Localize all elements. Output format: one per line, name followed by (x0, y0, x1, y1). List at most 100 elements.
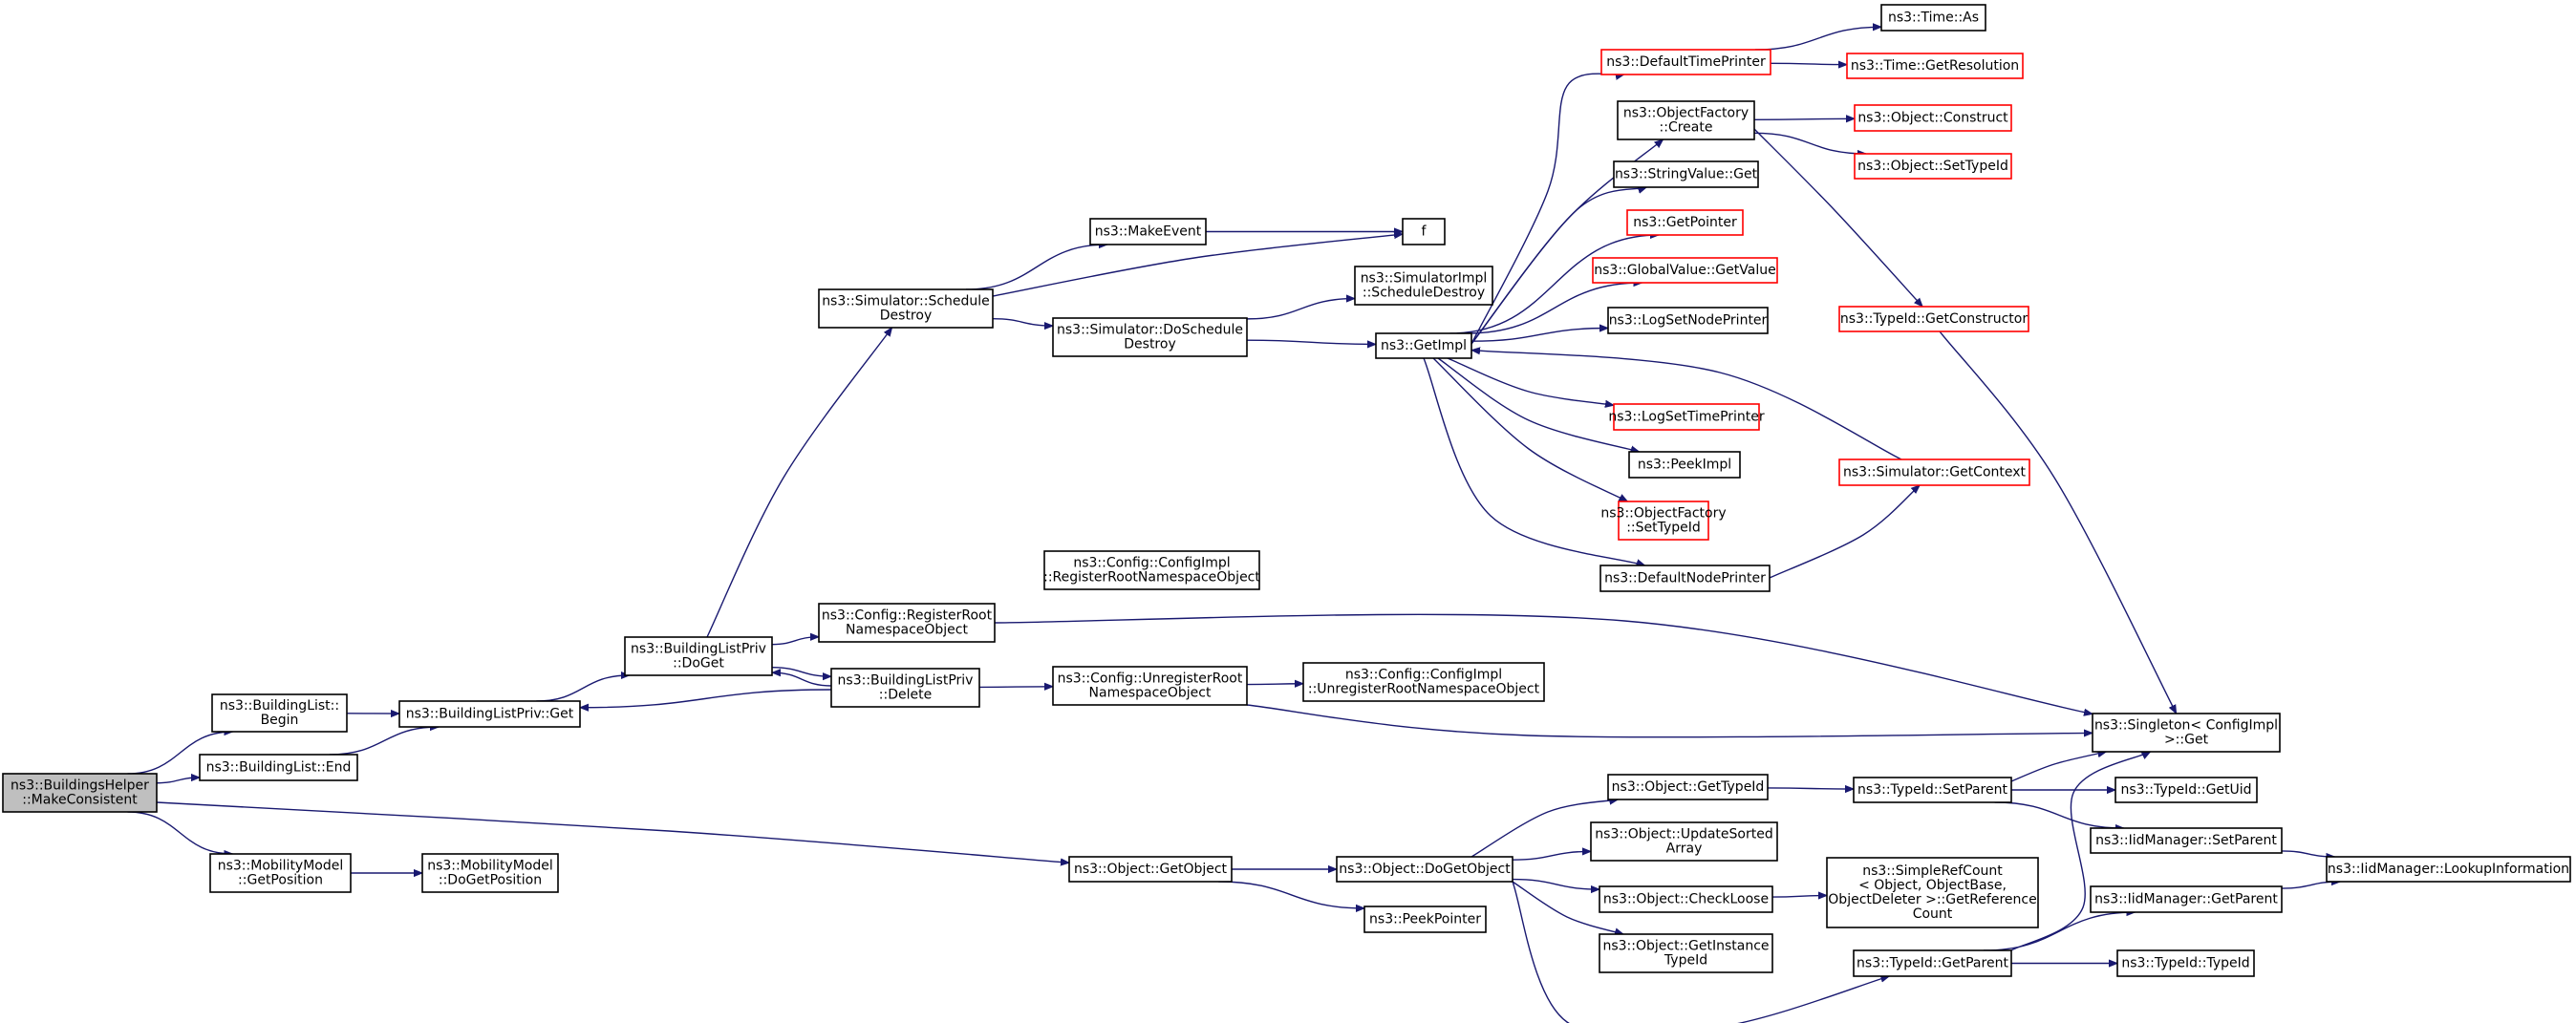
node-label: ns3::BuildingListPriv (631, 642, 766, 657)
node-box (1626, 209, 1744, 236)
node-obj-getobject[interactable]: ns3::Object::GetObject (1068, 856, 1233, 883)
node-iidmgr-getparent[interactable]: ns3::IidManager::GetParent (2090, 885, 2283, 913)
node-box (1880, 4, 1986, 32)
node-box (1846, 53, 2024, 79)
node-typeid-setparent[interactable]: ns3::TypeId::SetParent (1853, 777, 2012, 803)
node-typeid-getuid[interactable]: ns3::TypeId::GetUid (2114, 777, 2258, 803)
node-box (1613, 403, 1760, 431)
node-stringvalue-get[interactable]: ns3::StringValue::Get (1613, 160, 1759, 188)
node-typeid-getconstructor[interactable]: ns3::TypeId::GetConstructor (1838, 306, 2029, 332)
node-label: ns3::Object::DoGetObject (1339, 862, 1511, 877)
node-label: NamespaceObject (846, 623, 968, 638)
node-label: TypeId (1664, 953, 1707, 969)
node-typeid-typeid[interactable]: ns3::TypeId::TypeId (2116, 949, 2255, 977)
node-objfactory-create[interactable]: ns3::ObjectFactory::Create (1617, 100, 1755, 140)
node-cfgimpl-register[interactable]: ns3::Config::ConfigImpl::RegisterRootNam… (1043, 550, 1260, 590)
call-edge-obj_getobject-to-peek_pointer (1218, 881, 1364, 908)
node-iidmgr-lookupinfo[interactable]: ns3::IidManager::LookupInformation (2326, 856, 2571, 883)
node-cfg-unregister[interactable]: ns3::Config::UnregisterRootNamespaceObje… (1052, 666, 1248, 706)
call-edge-obj_dogetobject-to-obj_gettypeid (1470, 799, 1618, 858)
node-default-node-printer[interactable]: ns3::DefaultNodePrinter (1599, 565, 1771, 592)
node-simplerefcount[interactable]: ns3::SimpleRefCount< Object, ObjectBase,… (1826, 857, 2039, 928)
node-label: ns3::BuildingListPriv::Get (406, 707, 574, 722)
node-sim-sched-destroy[interactable]: ns3::Simulator::ScheduleDestroy (818, 288, 994, 329)
node-mm-dogetpos[interactable]: ns3::MobilityModel::DoGetPosition (421, 853, 559, 893)
node-box (1375, 332, 1472, 359)
call-edge-get_impl-to-log_set_node_printer (1470, 329, 1608, 342)
call-edge-root-to-bl_end (156, 778, 200, 784)
node-time-as[interactable]: ns3::Time::As (1880, 4, 1986, 32)
node-label: ns3::IidManager::GetParent (2094, 892, 2278, 907)
node-obj-construct[interactable]: ns3::Object::Construct (1854, 104, 2012, 132)
node-box (1613, 160, 1759, 188)
node-label: ObjectDeleter >::GetReference (1828, 892, 2036, 907)
node-globalvalue-getvalue[interactable]: ns3::GlobalValue::GetValue (1592, 257, 1778, 284)
node-root[interactable]: ns3::BuildingsHelper::MakeConsistent (2, 773, 158, 813)
node-default-time-printer[interactable]: ns3::DefaultTimePrinter (1600, 49, 1771, 75)
node-time-getresolution[interactable]: ns3::Time::GetResolution (1846, 53, 2024, 79)
node-singleton-get[interactable]: ns3::Singleton< ConfigImpl >::Get (2092, 713, 2281, 753)
node-simimpl-sched-destroy[interactable]: ns3::SimulatorImpl::ScheduleDestroy (1354, 266, 1493, 306)
node-cfg-register[interactable]: ns3::Config::RegisterRootNamespaceObject (818, 603, 996, 643)
node-peek-pointer[interactable]: ns3::PeekPointer (1363, 906, 1487, 933)
node-label: ns3::Time::GetResolution (1851, 58, 2019, 74)
node-log-set-time-printer[interactable]: ns3::LogSetTimePrinter (1608, 403, 1765, 431)
node-box (1363, 906, 1487, 933)
call-edges (127, 27, 2341, 1023)
call-edge-default_time_printer-to-time_as (1754, 27, 1881, 51)
node-label: ns3::PeekImpl (1638, 458, 1731, 473)
node-label: ns3::MobilityModel (218, 859, 344, 874)
node-label: ::DoGet (673, 656, 724, 671)
node-mm-getpos[interactable]: ns3::MobilityModel::GetPosition (209, 853, 352, 893)
node-box (1089, 218, 1207, 245)
node-label: ns3::MakeEvent (1095, 224, 1202, 240)
node-blp-get[interactable]: ns3::BuildingListPriv::Get (398, 700, 581, 728)
call-edge-typeid_setparent-to-iidmgr_setparent (1994, 801, 2124, 828)
node-label: ::RegisterRootNamespaceObject (1043, 570, 1260, 586)
node-obj-dogetobject[interactable]: ns3::Object::DoGetObject (1336, 856, 1513, 883)
node-box (1599, 565, 1771, 592)
node-blp-delete[interactable]: ns3::BuildingListPriv::Delete (830, 668, 980, 708)
node-f[interactable]: f (1402, 218, 1446, 245)
call-edge-root-to-obj_getobject (156, 801, 1069, 863)
call-edge-sim_sched_destroy-to-f (992, 234, 1403, 297)
node-obj-settypeid[interactable]: ns3::Object::SetTypeId (1854, 153, 2012, 180)
node-box (1599, 885, 1773, 913)
call-edge-blp_delete-to-blp_doget (772, 672, 832, 687)
node-bl-begin[interactable]: ns3::BuildingList::Begin (211, 693, 348, 733)
node-obj-gettypeid[interactable]: ns3::Object::GetTypeId (1607, 774, 1769, 800)
node-get-pointer[interactable]: ns3::GetPointer (1626, 209, 1744, 236)
node-label: ns3::Object::GetInstance (1602, 939, 1769, 954)
node-peek-impl[interactable]: ns3::PeekImpl (1628, 451, 1741, 479)
node-blp-doget[interactable]: ns3::BuildingListPriv::DoGet (624, 636, 773, 676)
node-iidmgr-setparent[interactable]: ns3::IidManager::SetParent (2090, 827, 2283, 854)
node-label: ::Delete (879, 688, 932, 703)
node-label: ns3::BuildingList::End (206, 760, 352, 776)
node-obj-checkloose[interactable]: ns3::Object::CheckLoose (1599, 885, 1773, 913)
node-get-impl[interactable]: ns3::GetImpl (1375, 332, 1472, 359)
node-sim-getcontext[interactable]: ns3::Simulator::GetContext (1838, 458, 2030, 486)
node-box (1853, 777, 2012, 803)
node-box (1607, 774, 1769, 800)
node-cfgimpl-unregister[interactable]: ns3::Config::ConfigImpl::UnregisterRootN… (1302, 662, 1545, 702)
node-label: ns3::StringValue::Get (1615, 167, 1758, 182)
node-log-set-node-printer[interactable]: ns3::LogSetNodePrinter (1607, 307, 1769, 334)
node-bl-end[interactable]: ns3::BuildingList::End (199, 754, 358, 781)
call-edge-typeid_getparent-to-singleton_get (2010, 751, 2151, 951)
node-label: f (1422, 224, 1428, 240)
node-make-event[interactable]: ns3::MakeEvent (1089, 218, 1207, 245)
node-box (2114, 777, 2258, 803)
node-label: ns3::TypeId::TypeId (2121, 956, 2249, 971)
node-box (1854, 104, 2012, 132)
node-box (1068, 856, 1233, 883)
node-objfactory-settypeid[interactable]: ns3::ObjectFactory::SetTypeId (1600, 501, 1727, 541)
call-edge-typeid_getparent-to-iidmgr_getparent (1983, 912, 2136, 951)
call-edge-blp_delete-to-cfg_unregister (978, 687, 1053, 688)
node-box (1853, 949, 2012, 977)
node-typeid-getparent[interactable]: ns3::TypeId::GetParent (1853, 949, 2012, 977)
node-label: ns3::LogSetNodePrinter (1609, 313, 1768, 329)
node-box (624, 636, 773, 676)
